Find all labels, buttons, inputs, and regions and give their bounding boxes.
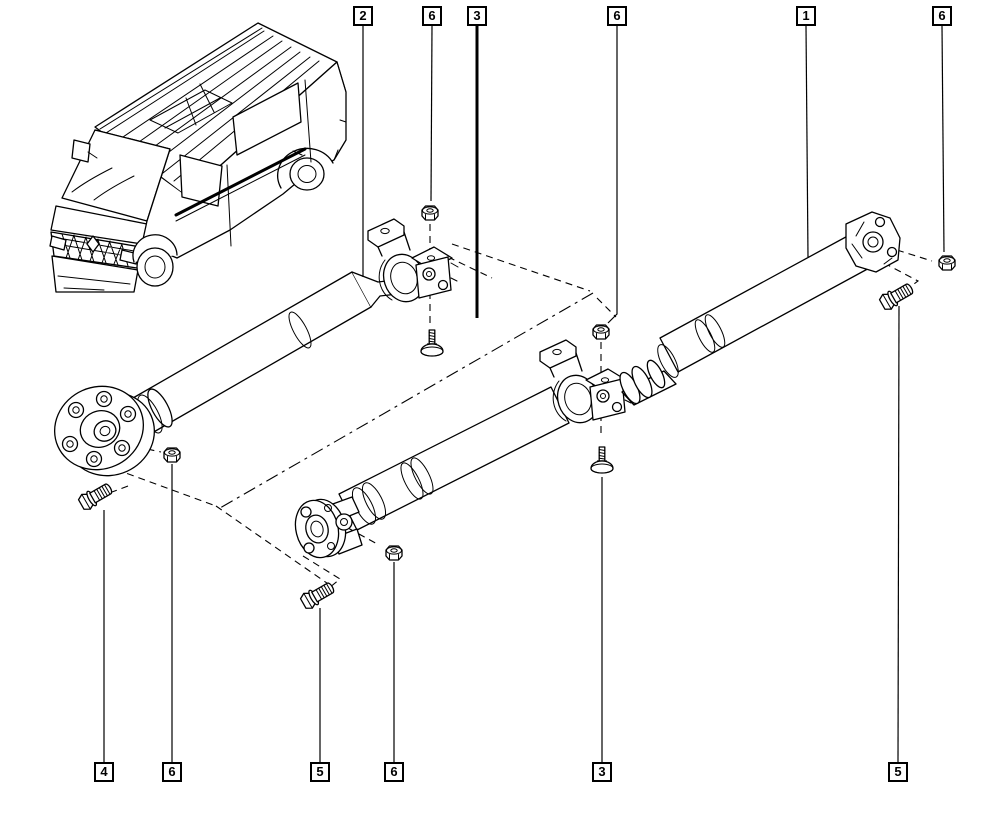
flange-bolt-5b <box>877 279 917 313</box>
rear-propeller-shaft <box>294 211 901 559</box>
callout-part-6-flange-nut[interactable]: 6 <box>162 762 182 782</box>
hex-nut-6a <box>421 205 439 221</box>
flange-bolt-5a <box>298 578 338 612</box>
callout-part-4[interactable]: 4 <box>94 762 114 782</box>
callout-part-6-yoke-nut[interactable]: 6 <box>384 762 404 782</box>
center-bearing-front <box>367 218 459 303</box>
hex-nut-6e <box>385 545 403 561</box>
rear-shaft-front-yoke <box>294 496 363 559</box>
callout-part-2[interactable]: 2 <box>353 6 373 26</box>
callout-part-6-rear-nut[interactable]: 6 <box>607 6 627 26</box>
van-illustration <box>49 22 347 293</box>
callout-part-6-end-nut[interactable]: 6 <box>932 6 952 26</box>
flange-bolt-4 <box>76 479 116 513</box>
bracket-screw-3a <box>420 329 444 357</box>
bracket-screw-3b <box>590 446 614 474</box>
callout-part-1[interactable]: 1 <box>796 6 816 26</box>
flex-disc-coupling <box>53 385 156 477</box>
hex-nut-6d <box>163 447 181 463</box>
rear-end-flange-yoke <box>845 211 901 273</box>
callout-part-6-front-nut[interactable]: 6 <box>422 6 442 26</box>
callout-part-5-front-bolt[interactable]: 5 <box>310 762 330 782</box>
callout-leader-lines <box>103 25 945 763</box>
callout-part-5-rear-bolt[interactable]: 5 <box>888 762 908 782</box>
hex-nut-6c <box>938 255 956 271</box>
callout-part-3-front[interactable]: 3 <box>467 6 487 26</box>
center-bearing-rear <box>539 339 633 424</box>
hex-nut-6b <box>592 324 610 340</box>
callout-part-3-rear[interactable]: 3 <box>592 762 612 782</box>
front-propeller-shaft <box>53 218 459 477</box>
